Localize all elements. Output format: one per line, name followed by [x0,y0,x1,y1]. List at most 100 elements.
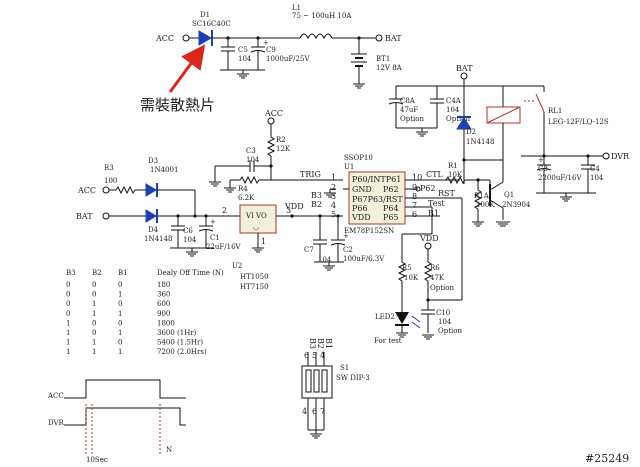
table-cell: 1 [66,339,70,347]
svg-text:C1: C1 [210,234,220,242]
table-cell: 1 [66,348,70,356]
table-cell: 0 [118,319,122,327]
svg-text:6: 6 [312,407,317,416]
acc-in-terminal [182,34,190,42]
dip-switch-s1: B3 B2 B1 6 5 4 S1 SW DIP-3 4 6 7 [301,338,370,439]
svg-text:P62: P62 [383,185,399,194]
svg-text:P60/INTP61: P60/INTP61 [352,175,401,184]
svg-text:5: 5 [312,351,317,360]
table-cell: 5400 (1.5Hr) [157,339,203,347]
svg-text:104: 104 [438,318,452,326]
svg-text:1: 1 [331,173,336,182]
svg-text:R4: R4 [238,185,248,193]
svg-text:R1: R1 [448,162,458,170]
table-cell: 0 [92,281,96,289]
table-cell: 1 [118,329,122,337]
svg-text:DVR: DVR [48,419,65,427]
table-header-cell: B3 [66,269,76,277]
svg-text:7: 7 [412,201,417,210]
svg-text:P66: P66 [352,204,368,213]
svg-text:VDD: VDD [419,234,439,243]
svg-text:+: + [210,218,216,226]
svg-text:D1: D1 [200,11,210,19]
table-cell: 0 [66,291,70,299]
resistor-r1a: R1A 100K [472,180,495,227]
table-cell: 0 [66,300,70,308]
svg-text:4: 4 [320,351,325,360]
svg-text:EM78P152SN: EM78P152SN [344,227,394,235]
svg-text:VDD: VDD [284,202,304,211]
svg-text:1N4148: 1N4148 [466,138,494,146]
svg-text:P67P63/RST: P67P63/RST [352,195,403,204]
svg-text:L1: L1 [292,4,301,12]
svg-text:D2: D2 [466,128,476,136]
ground-symbol [237,70,249,79]
timing-diagram: ACC DVR 10Sec N [47,379,186,464]
svg-text:LEG-12F/LQ-12S: LEG-12F/LQ-12S [548,118,609,126]
resistor-r1: R1 10K [445,162,466,185]
table-cell: 3600 (1Hr) [157,329,197,337]
diode-d1: D1 SC16C40C [192,11,231,46]
svg-text:Option: Option [446,115,470,123]
resistor-r6: R6 47K Option [423,261,454,292]
svg-text:R6: R6 [430,264,440,272]
svg-text:For test: For test [374,337,402,345]
svg-text:U1: U1 [344,163,354,171]
resistor-r5: R5 10K [397,261,419,282]
diode-d3: D3 1N4001 [145,157,178,197]
svg-text:47K: 47K [430,274,445,282]
watermark: #25249 [585,452,629,465]
svg-text:B2: B2 [311,200,322,209]
table-header-cell: Dealy Off Time (N) [157,269,224,277]
svg-text:B3: B3 [311,191,322,200]
input-section: ACC R3 100 D3 1N4001 BAT D4 1N4148 [76,157,385,291]
table-cell: 0 [118,339,122,347]
svg-text:HT7150: HT7150 [240,283,269,291]
svg-text:ACC: ACC [264,109,283,118]
svg-text:C7: C7 [304,246,314,254]
svg-text:BAT: BAT [76,212,93,221]
svg-text:+: + [263,39,269,47]
capacitor-c10: C10 104 Option [421,300,462,340]
capacitor-c4: C4 104 [581,156,604,193]
table-cell: 7200 (2.0Hrs) [157,348,207,356]
table-cell: 0 [92,319,96,327]
svg-text:SW DIP-3: SW DIP-3 [336,374,370,382]
svg-text:BAT: BAT [385,34,402,43]
net-acc-in: ACC [155,34,174,43]
svg-text:P64: P64 [383,204,399,213]
svg-text:LED2: LED2 [375,313,395,321]
capacitor-c9: + C9 1000uF/25V [250,38,310,70]
svg-text:5: 5 [331,210,336,219]
svg-text:C9: C9 [266,46,276,54]
svg-text:RST: RST [438,189,456,198]
table-cell: 1800 [157,319,175,327]
table-cell: 1 [92,300,96,308]
svg-text:4: 4 [302,407,307,416]
svg-text:D4: D4 [148,226,159,234]
svg-text:9: 9 [412,183,417,192]
table-cell: 0 [66,281,70,289]
table-cell: 0 [66,310,70,318]
capacitor-c4a: C4A 104 Option [430,86,470,128]
capacitor-c3: C3 104 [215,147,271,172]
table-header-cell: B2 [92,269,102,277]
capacitor-c7: C7 104 [304,216,332,264]
resistor-r3: R3 100 [104,164,136,195]
svg-text:C8: C8 [538,165,548,173]
svg-text:12V 8A: 12V 8A [376,64,403,72]
svg-text:100K: 100K [476,201,495,209]
svg-text:C4: C4 [590,165,600,173]
battery-bt1: BT1 12V 8A [351,38,403,89]
table-cell: 1 [118,310,122,318]
svg-text:ACC: ACC [77,186,96,195]
svg-text:3: 3 [286,206,291,215]
svg-text:1N4148: 1N4148 [144,235,172,243]
led-led2: LED2 For test [374,312,421,345]
svg-text:1000uF/25V: 1000uF/25V [266,55,310,63]
svg-text:Option: Option [430,284,454,292]
svg-text:4: 4 [331,201,336,210]
capacitor-c6: C6 104 [171,216,197,248]
